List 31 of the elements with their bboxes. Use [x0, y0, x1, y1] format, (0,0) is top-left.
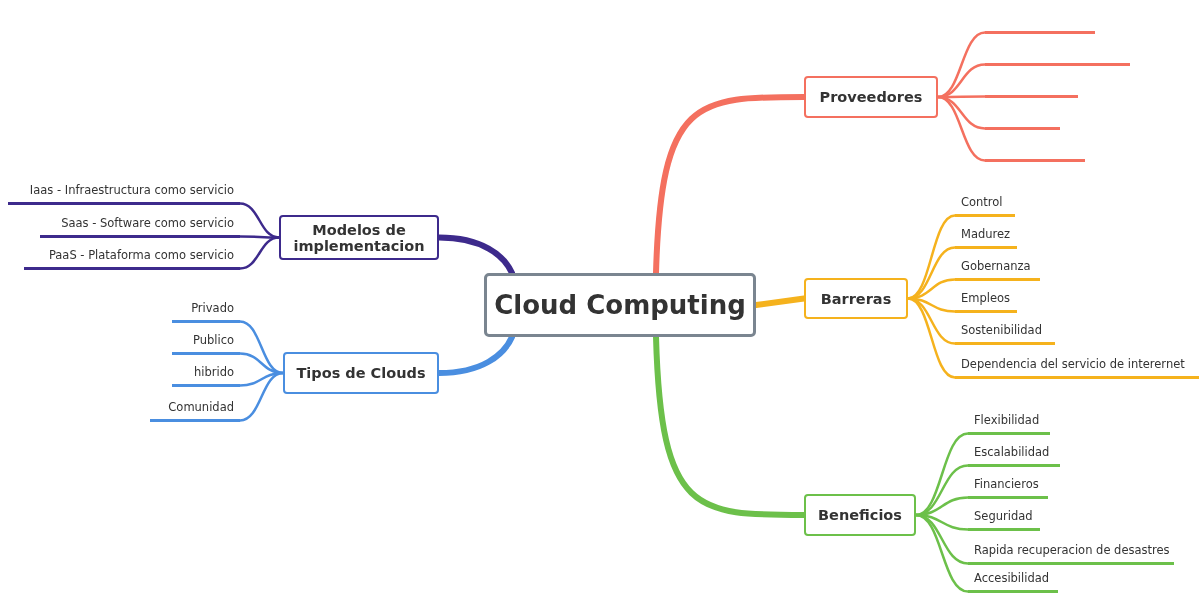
branch-topic-box: Tipos de Clouds: [283, 352, 439, 394]
topic-label: Dependencia del servicio de interernet: [961, 357, 1185, 371]
branch-connector: [238, 236, 281, 270]
topic-label: Control: [961, 195, 1003, 209]
topic-label: Madurez: [961, 227, 1011, 241]
branch-topic-box: Beneficios: [804, 494, 916, 536]
topic-label: Accesibilidad: [974, 571, 1050, 585]
branch-connector: [936, 31, 987, 99]
branch-connector: [238, 371, 285, 422]
topic-label: Publico: [192, 333, 234, 347]
branch-connector: [936, 95, 987, 162]
branch-connector: [914, 513, 970, 593]
branch-topic-box: Proveedores: [804, 76, 938, 118]
topic-label: Empleos: [961, 291, 1011, 305]
branch-topic-box: Barreras: [804, 278, 908, 319]
topic-label: Gobernanza: [961, 259, 1031, 273]
topic-label: Financieros: [974, 477, 1039, 491]
topic-label: Rapida recuperacion de desastres: [974, 543, 1170, 557]
topic-label: Saas - Software como servicio: [61, 216, 234, 230]
topic-label: Seguridad: [974, 509, 1033, 523]
topic-label: Sostenibilidad: [961, 323, 1042, 337]
topic-label: Comunidad: [168, 400, 234, 414]
branch-topic-box: Modelos de implementacion: [279, 215, 439, 260]
topic-label: Escalabilidad: [974, 445, 1050, 459]
topic-label: hibrido: [193, 365, 234, 379]
topic-label: Flexibilidad: [974, 413, 1040, 427]
topic-label: Iaas - Infraestructura como servicio: [29, 183, 234, 197]
central-topic-box: Cloud Computing: [484, 273, 756, 337]
branch-connector: [906, 297, 957, 379]
topic-label: Privado: [191, 301, 234, 315]
topic-label: PaaS - Plataforma como servicio: [48, 248, 234, 262]
